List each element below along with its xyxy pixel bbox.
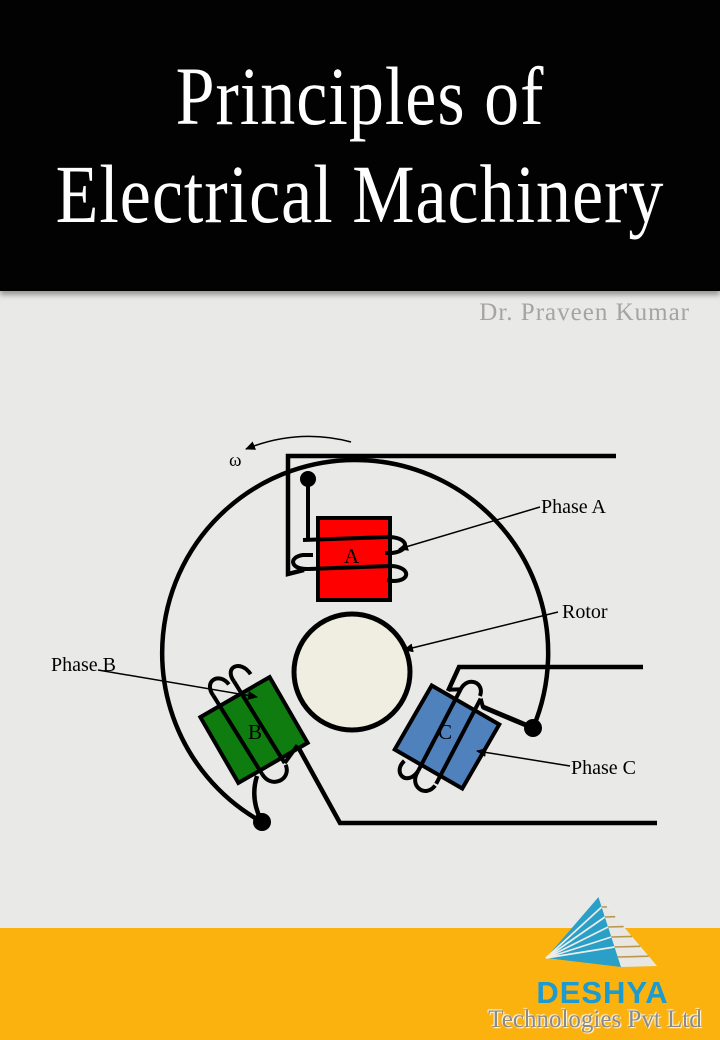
stator-arc bbox=[159, 457, 551, 824]
rotor-circle bbox=[291, 611, 413, 733]
coil-c-letter: C bbox=[438, 720, 453, 744]
rotation-arrow bbox=[245, 435, 352, 450]
book-title-line1: Principles of bbox=[175, 51, 545, 143]
junction-dot-top bbox=[300, 471, 316, 487]
phase-c-leader-line bbox=[476, 747, 571, 767]
book-title-line2: Electrical Machinery bbox=[55, 149, 665, 241]
publisher-name: DESHYA bbox=[536, 975, 669, 1010]
publisher-subtitle: Technologies Pvt Ltd bbox=[488, 1006, 702, 1033]
phase-b-label: Phase B bbox=[51, 654, 116, 676]
phase-b-leader-line bbox=[97, 669, 258, 700]
coil-b-letter: B bbox=[248, 720, 263, 744]
omega-label: ω bbox=[229, 450, 242, 471]
coil-a-letter: A bbox=[344, 544, 360, 568]
rotor-label: Rotor bbox=[562, 601, 608, 623]
terminal-wire-middle bbox=[445, 664, 643, 692]
author-name: Dr. Praveen Kumar bbox=[479, 299, 690, 326]
junction-dot-left bbox=[253, 813, 271, 831]
junction-dot-right bbox=[524, 719, 542, 737]
coil-c-neutral-wire bbox=[482, 704, 534, 731]
coil-a-group bbox=[291, 479, 409, 602]
phase-c-label: Phase C bbox=[571, 757, 636, 779]
coil-b-ground-wire bbox=[252, 775, 264, 822]
phase-a-leader-line bbox=[398, 506, 541, 551]
phase-a-label: Phase A bbox=[541, 496, 606, 518]
rotor-leader-line bbox=[403, 611, 559, 653]
title-band: Principles of Electrical Machinery bbox=[0, 0, 720, 291]
